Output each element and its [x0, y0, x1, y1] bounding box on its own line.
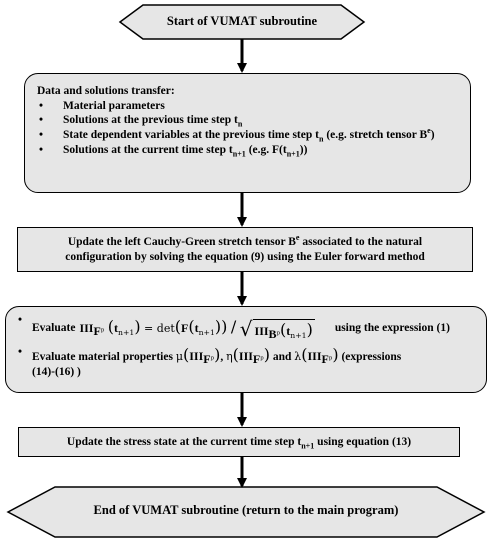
evaluate-item-iii: Evaluate IIIFp (tn+1) = det(F(tn+1)) / √… [16, 313, 478, 343]
transfer-box: Data and solutions transfer: Material pa… [24, 73, 471, 193]
eta-formula: η(IIIFp) [226, 345, 270, 367]
evaluate-item-properties: Evaluate material properties μ(IIIFp), η… [16, 345, 478, 380]
transfer-item: Material parameters [37, 99, 460, 114]
evaluate-list: Evaluate IIIFp (tn+1) = det(F(tn+1)) / √… [16, 313, 478, 380]
mu-formula: μ(IIIFp) [175, 345, 221, 367]
update-b-box: Update the left Cauchy-Green stretch ten… [17, 227, 473, 272]
update-stress-text: Update the stress state at the current t… [66, 435, 412, 450]
lambda-formula: λ(IIIFp) [294, 345, 339, 367]
sqrt-symbol: √IIIBp(tn+1) [239, 317, 315, 342]
end-terminal-shape [6, 486, 486, 538]
transfer-item: Solutions at the current time step tn+1 … [37, 143, 460, 158]
transfer-item: Solutions at the previous time step tn [37, 113, 460, 128]
start-label: Start of VUMAT subroutine [166, 14, 318, 28]
iii-fp-formula: IIIFp (tn+1) = det(F(tn+1)) / √IIIBp(tn+… [79, 316, 315, 342]
evaluate-item-properties-cont: (14)-(16) ) [32, 366, 81, 379]
evaluate-box: Evaluate IIIFp (tn+1) = det(F(tn+1)) / √… [5, 306, 487, 393]
start-terminal-shape [118, 4, 366, 40]
update-b-line2: configuration by solving the equation (9… [65, 250, 425, 263]
update-b-line1: Update the left Cauchy-Green stretch ten… [67, 232, 423, 248]
transfer-title: Data and solutions transfer: [37, 85, 175, 97]
transfer-list: Material parameters Solutions at the pre… [37, 99, 460, 158]
end-label: End of VUMAT subroutine (return to the m… [93, 503, 399, 517]
update-stress-box: Update the stress state at the current t… [18, 427, 460, 457]
transfer-item: State dependent variables at the previou… [37, 127, 460, 143]
